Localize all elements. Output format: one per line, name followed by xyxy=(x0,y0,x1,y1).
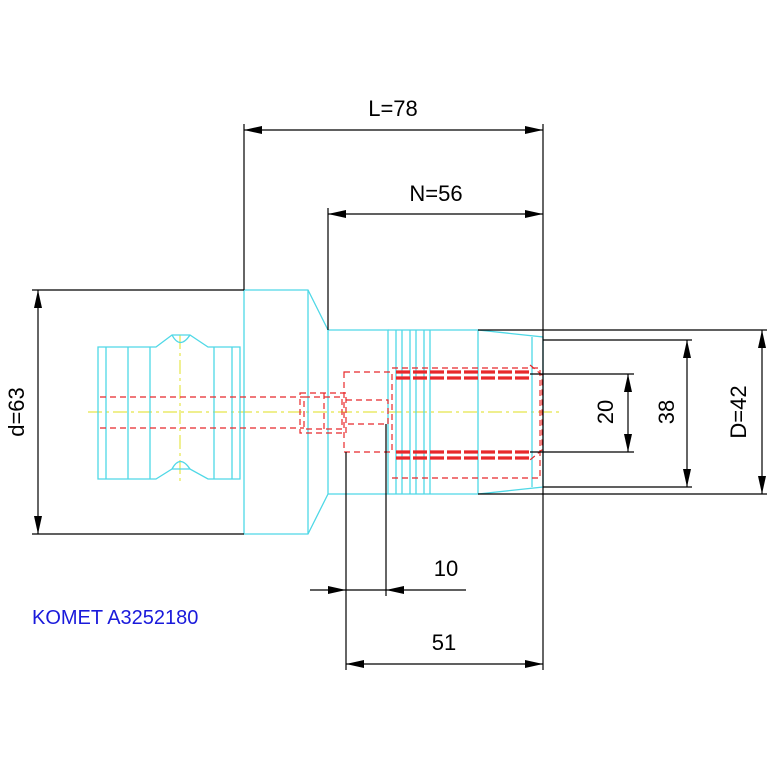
model-label: KOMET A3252180 xyxy=(32,607,198,629)
dim-body-diameter: D=42 xyxy=(726,385,751,438)
dim-depth-51: 51 xyxy=(432,630,456,655)
dim-overall-length: L=78 xyxy=(368,96,418,121)
dim-depth-10: 10 xyxy=(434,556,458,581)
dim-bore-20: 20 xyxy=(593,400,618,424)
dim-bore-38: 38 xyxy=(654,400,679,424)
hidden-lines xyxy=(100,364,543,479)
dim-shank-length: N=56 xyxy=(409,181,462,206)
dimension-arrows xyxy=(34,126,766,668)
dim-flange-diameter: d=63 xyxy=(4,387,29,437)
